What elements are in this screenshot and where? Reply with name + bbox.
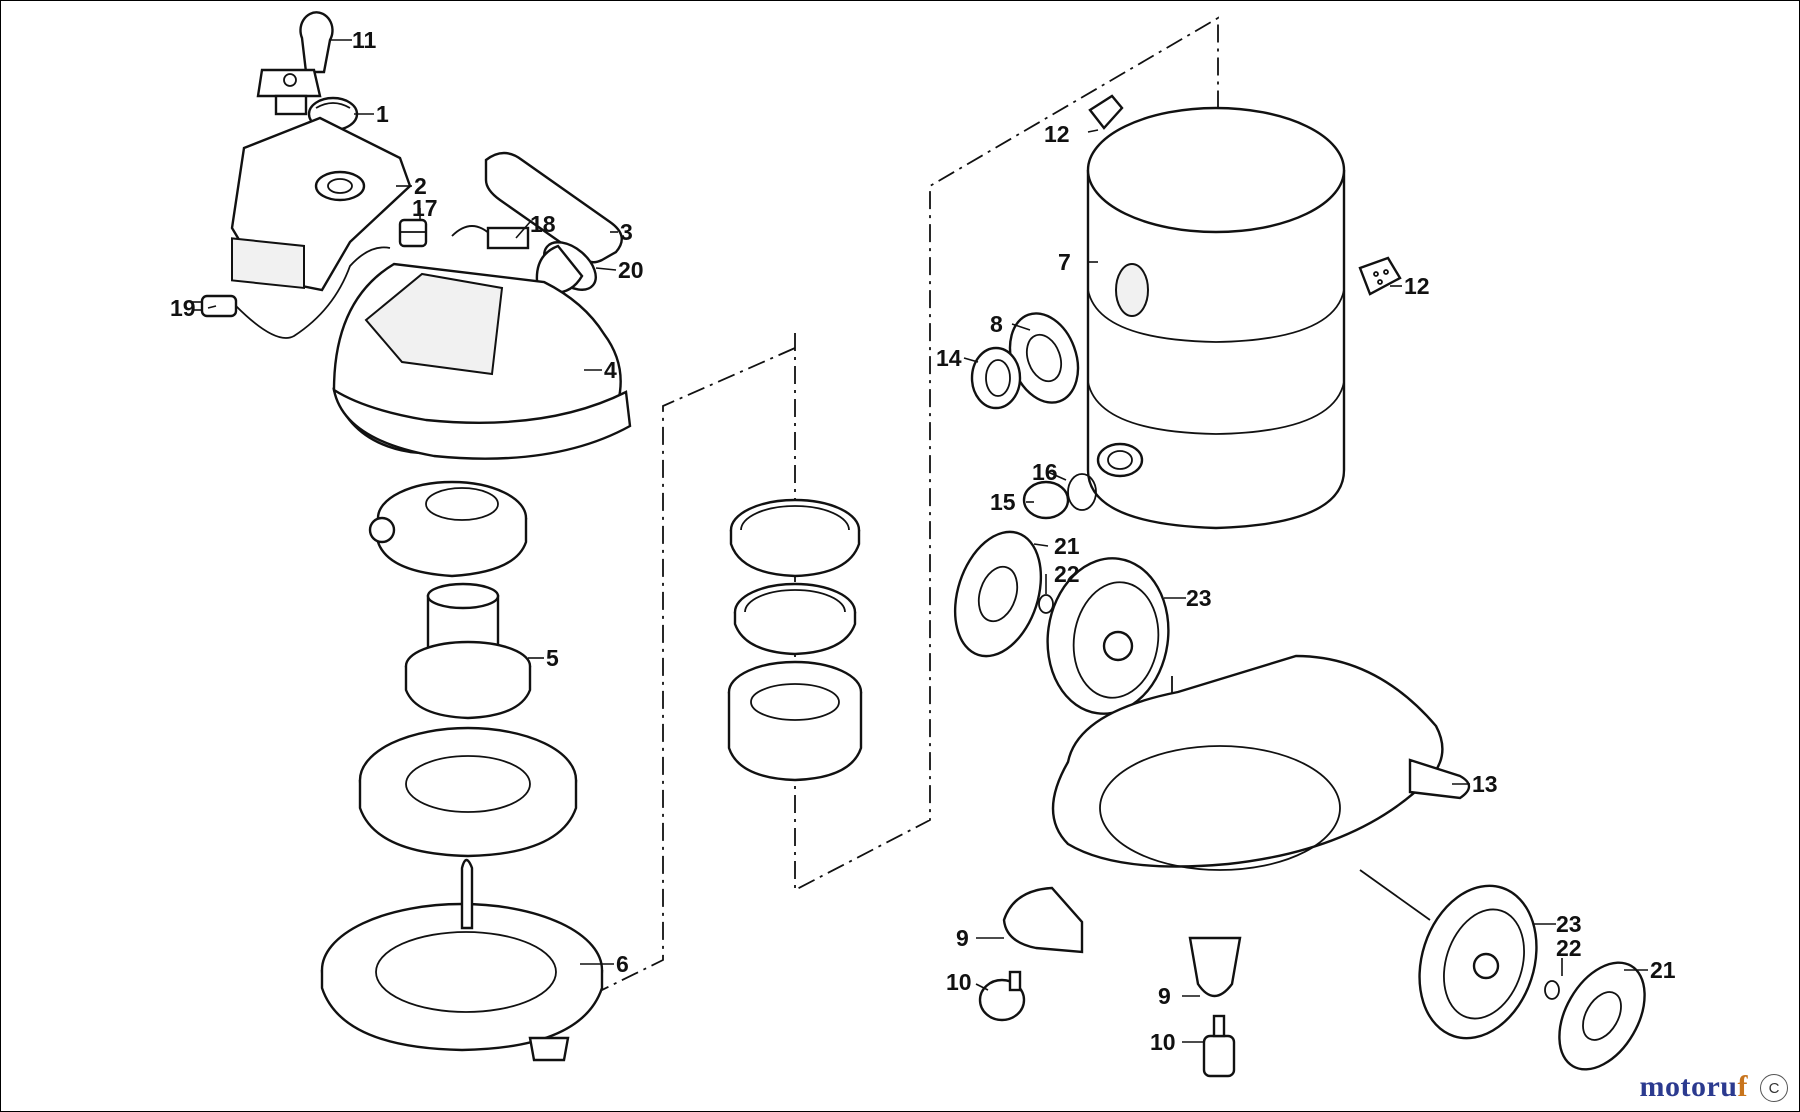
callout-2: 2 [414, 173, 427, 199]
part-19-power-cord-plug [192, 246, 391, 339]
part-filter-cartridge [727, 660, 863, 782]
callout-23-lower: 23 [1556, 911, 1582, 937]
callout-12-top: 12 [1044, 121, 1070, 147]
callout-8: 8 [990, 311, 1003, 337]
part-17-switch [398, 218, 428, 248]
assembly-guide-line-center [794, 16, 1219, 892]
part-18-electronic-board [451, 225, 530, 250]
part-13-chassis-base [1051, 654, 1471, 921]
callout-4: 4 [604, 357, 617, 383]
callout-12-right: 12 [1404, 273, 1430, 299]
part-23-wheel-lower [1418, 884, 1538, 1040]
callout-11: 11 [352, 27, 377, 53]
callout-19: 19 [170, 295, 196, 321]
part-22-washer-upper [1038, 594, 1054, 614]
part-3-carry-handle [484, 151, 623, 264]
part-23-wheel-upper [1046, 557, 1170, 715]
part-2-top-cover [230, 116, 412, 292]
callout-10-left: 10 [946, 969, 972, 995]
part-21-hub-cap-lower [1558, 961, 1646, 1071]
part-11-socket-cap [256, 11, 334, 116]
part-9-castor-housing-right [1188, 936, 1242, 998]
part-filter-clamp-ring [729, 498, 861, 578]
callout-1: 1 [376, 101, 389, 127]
watermark-text-primary: motoru [1639, 1070, 1738, 1103]
part-fan-cover [368, 480, 528, 578]
callout-22-lower: 22 [1556, 935, 1582, 961]
callout-3: 3 [620, 219, 633, 245]
part-21-hub-cap-upper [953, 530, 1043, 658]
callout-14: 14 [936, 345, 962, 371]
part-10-castor-wheel-right [1202, 1014, 1236, 1078]
callout-15: 15 [990, 489, 1016, 515]
callout-22-upper: 22 [1054, 561, 1080, 587]
callout-18: 18 [530, 211, 556, 237]
callout-23-upper: 23 [1186, 585, 1212, 611]
callout-6: 6 [616, 951, 629, 977]
leader-lines [207, 39, 1648, 1043]
callout-labels: 11 1 2 17 18 3 20 19 4 5 6 12 7 12 8 14 … [170, 27, 1676, 1055]
part-22-washer-lower [1544, 980, 1560, 1000]
part-15-drain-cap [1022, 480, 1070, 520]
callout-5: 5 [546, 645, 559, 671]
callout-7: 7 [1058, 249, 1071, 275]
part-9-castor-housing-left [1002, 886, 1084, 954]
part-filter-gasket-ring [733, 582, 857, 656]
part-motor-base [358, 726, 578, 858]
part-7-container-drum [1086, 106, 1346, 530]
callout-20: 20 [618, 257, 644, 283]
part-12-latch-top [1088, 94, 1124, 130]
copyright-badge: C [1760, 1074, 1788, 1102]
callout-17: 17 [412, 195, 438, 221]
part-6-filter-base [320, 858, 604, 1062]
callout-21-lower: 21 [1650, 957, 1676, 983]
part-20-hose-connector [535, 241, 597, 295]
part-5-motor [404, 582, 532, 720]
watermark-logo: motoruf [1640, 1070, 1748, 1104]
callout-9-right: 9 [1158, 983, 1171, 1009]
callout-21-upper: 21 [1054, 533, 1080, 559]
callout-10-right: 10 [1150, 1029, 1176, 1055]
callout-13: 13 [1472, 771, 1498, 797]
part-10-castor-wheel-left [978, 970, 1026, 1022]
callout-9-left: 9 [956, 925, 969, 951]
part-12-latch-right [1358, 256, 1402, 296]
part-14-clip-ring [970, 346, 1022, 410]
part-16-o-ring [1067, 473, 1097, 511]
callout-16: 16 [1032, 459, 1058, 485]
part-4-motor-head-housing [332, 262, 632, 460]
watermark-text-accent: f [1737, 1070, 1748, 1103]
